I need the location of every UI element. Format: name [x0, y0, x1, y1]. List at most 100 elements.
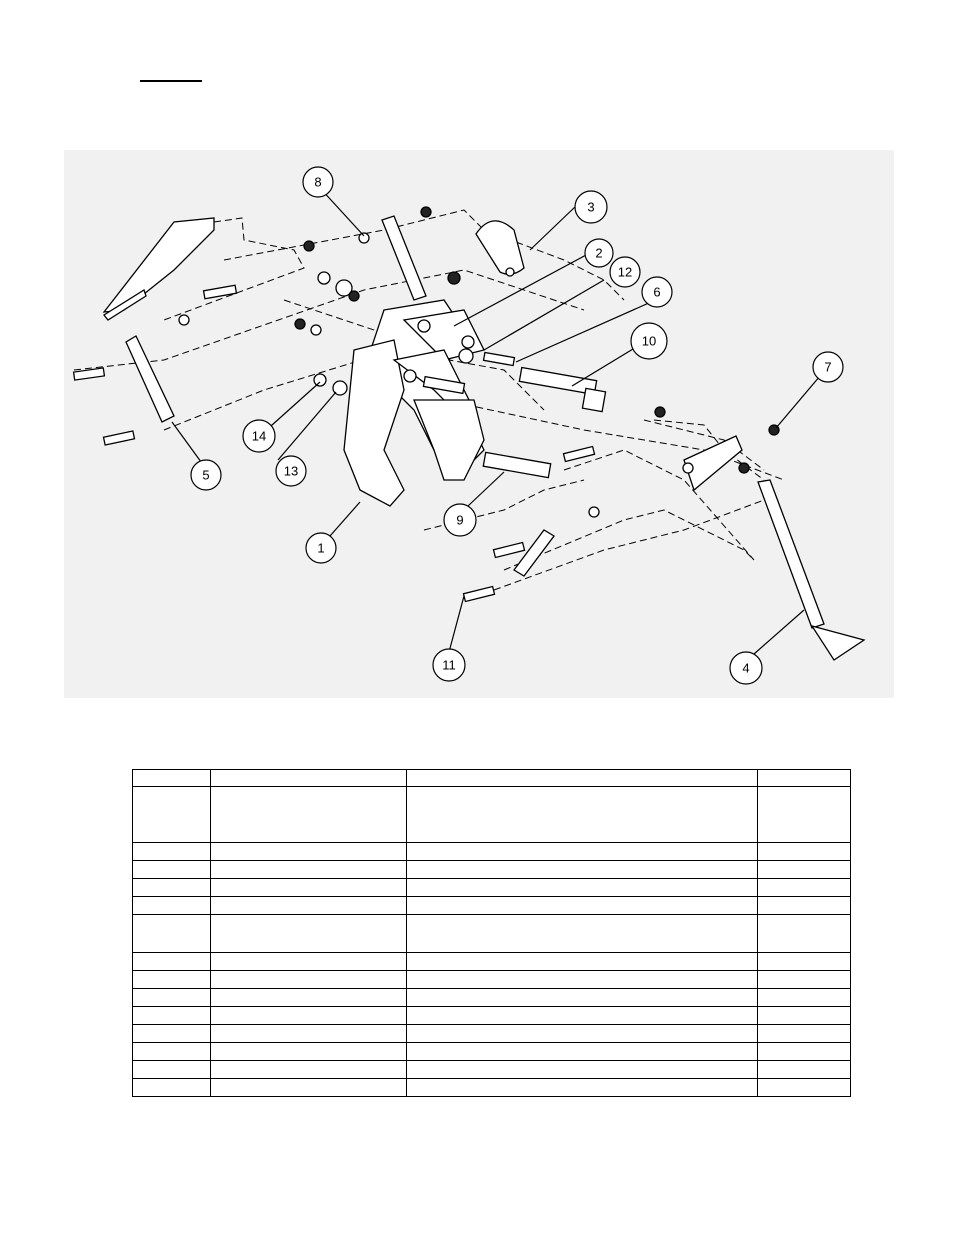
callout-circle-10 — [630, 322, 668, 360]
table-cell — [406, 988, 758, 1007]
table-row — [132, 878, 851, 897]
table-cell — [132, 842, 211, 861]
table-cell — [757, 878, 851, 897]
table-cell — [757, 1006, 851, 1025]
table-cell — [406, 1078, 758, 1097]
callout-5: 5 — [202, 468, 209, 483]
callout-circle-14 — [242, 419, 276, 453]
callout-circle-3 — [574, 190, 608, 224]
table-row — [132, 860, 851, 879]
table-cell — [757, 842, 851, 861]
table-cell — [210, 970, 407, 989]
table-row — [132, 1060, 851, 1079]
table-cell — [406, 769, 758, 787]
table-cell — [406, 896, 758, 915]
table-cell — [757, 1024, 851, 1043]
callout-circle-8 — [302, 166, 334, 198]
table-cell — [210, 914, 407, 953]
table-cell — [210, 988, 407, 1007]
table-row — [132, 1042, 851, 1061]
table-cell — [132, 896, 211, 915]
table-cell — [757, 786, 851, 843]
table-cell — [132, 769, 211, 787]
table-cell — [132, 970, 211, 989]
table-cell — [406, 1006, 758, 1025]
table-cell — [210, 786, 407, 843]
table-cell — [132, 878, 211, 897]
callout-circle-2 — [584, 238, 614, 268]
table-cell — [406, 952, 758, 971]
table-cell — [406, 1042, 758, 1061]
callout-circle-6 — [641, 276, 673, 308]
callout-2: 2 — [595, 246, 602, 261]
diagram-svg: 8 3 2 12 6 10 7 14 13 5 9 1 11 4 — [72, 166, 866, 685]
table-cell — [757, 860, 851, 879]
table-row — [132, 1006, 851, 1025]
callout-circle-7 — [812, 351, 844, 383]
table-cell — [757, 988, 851, 1007]
exploded-parts-diagram: 8 3 2 12 6 10 7 14 13 5 9 1 11 4 — [64, 150, 894, 698]
callout-circle-13 — [275, 455, 307, 487]
table-cell — [132, 1006, 211, 1025]
callout-circle-11 — [432, 648, 466, 682]
table-cell — [757, 914, 851, 953]
callout-11: 11 — [442, 658, 456, 673]
table-cell — [210, 842, 407, 861]
table-header-row — [132, 769, 851, 787]
callout-4: 4 — [742, 661, 749, 676]
table-cell — [210, 1024, 407, 1043]
table-cell — [406, 1060, 758, 1079]
callout-12: 12 — [618, 265, 632, 280]
table-row — [132, 970, 851, 989]
callout-circle-5 — [190, 459, 222, 491]
table-cell — [210, 878, 407, 897]
table-cell — [132, 1042, 211, 1061]
table-row — [132, 1078, 851, 1097]
table-row — [132, 1024, 851, 1043]
table-cell — [210, 1078, 407, 1097]
table-cell — [132, 988, 211, 1007]
table-row — [132, 786, 851, 843]
table-cell — [757, 1060, 851, 1079]
table-cell — [406, 878, 758, 897]
callout-9: 9 — [456, 513, 463, 528]
table-cell — [132, 1060, 211, 1079]
callout-1: 1 — [317, 541, 324, 556]
table-row — [132, 914, 851, 953]
table-cell — [132, 1078, 211, 1097]
table-cell — [406, 914, 758, 953]
callout-14: 14 — [252, 429, 266, 444]
callout-13: 13 — [284, 464, 298, 479]
table-row — [132, 988, 851, 1007]
table-cell — [757, 769, 851, 787]
table-cell — [406, 786, 758, 843]
table-cell — [210, 860, 407, 879]
table-cell — [132, 786, 211, 843]
table-cell — [757, 952, 851, 971]
table-cell — [210, 952, 407, 971]
table-cell — [210, 1042, 407, 1061]
callout-8: 8 — [314, 175, 321, 190]
table-cell — [757, 970, 851, 989]
callout-7: 7 — [824, 360, 831, 375]
table-cell — [406, 860, 758, 879]
callout-3: 3 — [587, 200, 594, 215]
table-cell — [210, 769, 407, 787]
callout-circle-1 — [305, 532, 337, 564]
table-cell — [406, 842, 758, 861]
heading-underline — [140, 80, 202, 82]
table-cell — [210, 1006, 407, 1025]
table-cell — [757, 896, 851, 915]
callout-circle-9 — [443, 503, 477, 537]
table-row — [132, 896, 851, 915]
callout-circle-4 — [729, 651, 763, 685]
table-cell — [406, 1024, 758, 1043]
table-cell — [132, 952, 211, 971]
table-cell — [132, 860, 211, 879]
callout-6: 6 — [653, 285, 660, 300]
table-row — [132, 952, 851, 971]
table-cell — [132, 914, 211, 953]
table-cell — [210, 896, 407, 915]
table-cell — [757, 1042, 851, 1061]
table-cell — [210, 1060, 407, 1079]
